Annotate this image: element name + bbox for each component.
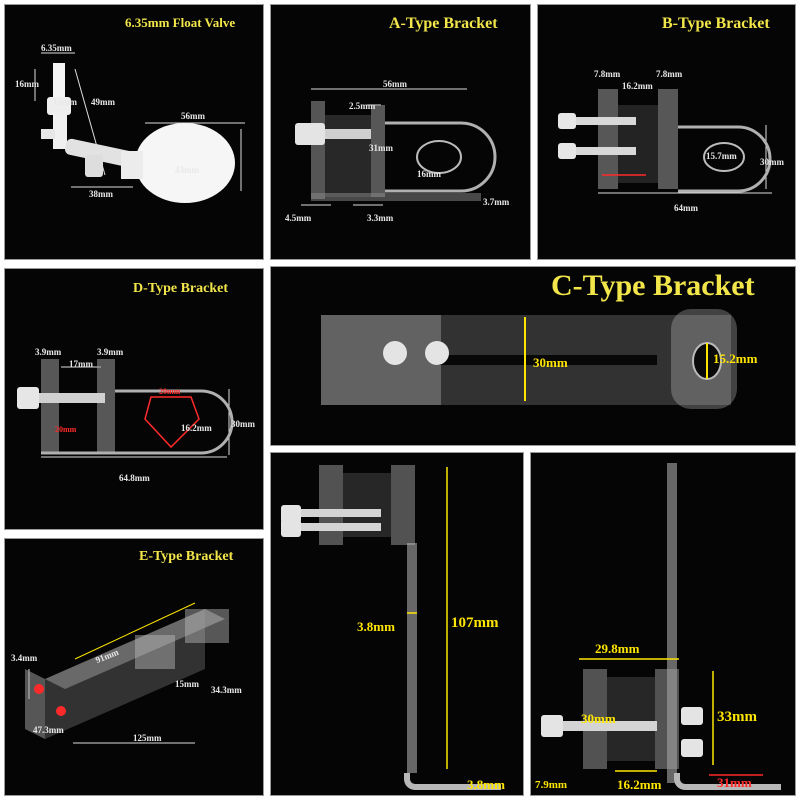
dim-label: 7.9mm	[535, 779, 568, 791]
panel-l-wide: 29.8mm 30mm 33mm 7.9mm 16.2mm 31mm	[530, 452, 796, 796]
b-type-bracket-photo	[558, 89, 772, 194]
d-type-bracket-photo	[17, 359, 234, 458]
dim-label: 15.7mm	[706, 151, 737, 161]
dim-label: 38mm	[89, 189, 113, 199]
panel-d-type: D-Type Bracket 3.9mm 3.9mm 17mm 20mm 20m…	[4, 268, 264, 530]
wide-l-bracket-photo	[541, 463, 781, 790]
d-type-title: D-Type Bracket	[133, 281, 228, 296]
dim-label: 56mm	[383, 79, 407, 89]
dim-label: 3.9mm	[35, 347, 62, 357]
dim-label: 3.8mm	[467, 777, 505, 792]
dim-label: 16.2mm	[622, 81, 653, 91]
dim-label: 20mm	[159, 387, 181, 396]
c-type-bracket-photo	[321, 309, 737, 409]
float-valve-photo	[34, 52, 245, 203]
a-type-bracket-photo	[295, 88, 497, 206]
dim-label: 3.8mm	[357, 619, 395, 634]
c-type-title: C-Type Bracket	[551, 269, 755, 302]
dim-label: 6.35mm	[41, 43, 72, 53]
dim-label: 56mm	[181, 111, 205, 121]
dim-label: 30mm	[231, 419, 255, 429]
dim-label: 4.5mm	[285, 213, 312, 223]
dim-label: 16mm	[15, 79, 39, 89]
dim-label: 3.4mm	[11, 653, 38, 663]
panel-c-type: C-Type Bracket 30mm 15.2mm	[270, 266, 796, 446]
dim-label: 3.9mm	[97, 347, 124, 357]
dim-label: 16mm	[417, 169, 441, 179]
dim-label: 31mm	[717, 775, 752, 790]
dim-label: 125mm	[133, 733, 162, 743]
panel-float-valve: 6.35mm Float Valve 6.35mm 16mm 15mm 49mm…	[4, 4, 264, 260]
dim-label: 2.5mm	[349, 101, 376, 111]
dim-label: 17mm	[69, 359, 93, 369]
a-type-title: A-Type Bracket	[389, 15, 498, 32]
e-type-bracket-photo	[25, 602, 229, 744]
dim-label: 33mm	[717, 709, 757, 725]
panel-a-type: A-Type Bracket 56mm 2.5mm 31mm 16mm 3.7m…	[270, 4, 531, 260]
dim-label: 3.7mm	[483, 197, 510, 207]
dim-label: 30mm	[533, 355, 568, 370]
dim-label: 30mm	[760, 157, 784, 167]
panel-l-tall: 3.8mm 107mm 3.8mm	[270, 452, 524, 796]
dim-label: 64.8mm	[119, 473, 150, 483]
dim-label: 31mm	[369, 143, 393, 153]
dim-label: 49mm	[91, 97, 115, 107]
panel-b-type: B-Type Bracket 7.8mm 7.8mm 16.2mm 15.7mm…	[537, 4, 796, 260]
dim-label: 43mm	[175, 165, 199, 175]
dim-label: 20mm	[55, 425, 77, 434]
dim-label: 64mm	[674, 203, 698, 213]
e-type-title: E-Type Bracket	[139, 549, 234, 564]
dim-label: 16.2mm	[617, 777, 662, 792]
dim-label: 29.8mm	[595, 641, 640, 656]
dim-label: 15mm	[175, 679, 199, 689]
float-valve-title: 6.35mm Float Valve	[125, 15, 236, 30]
dim-label: 34.3mm	[211, 685, 242, 695]
dim-label: 30mm	[581, 711, 616, 726]
b-type-title: B-Type Bracket	[662, 15, 770, 32]
dim-label: 107mm	[451, 615, 499, 631]
dim-label: 15mm	[53, 97, 77, 107]
dim-label: 15.2mm	[713, 351, 758, 366]
tall-l-bracket-photo	[281, 465, 501, 790]
dim-label: 7.8mm	[656, 69, 683, 79]
dim-label: 3.3mm	[367, 213, 394, 223]
dim-label: 16.2mm	[181, 423, 212, 433]
panel-e-type: E-Type Bracket 3.4mm 91mm 47.3mm 125mm 1…	[4, 538, 264, 796]
dim-label: 47.3mm	[33, 725, 64, 735]
dim-label: 7.8mm	[594, 69, 621, 79]
